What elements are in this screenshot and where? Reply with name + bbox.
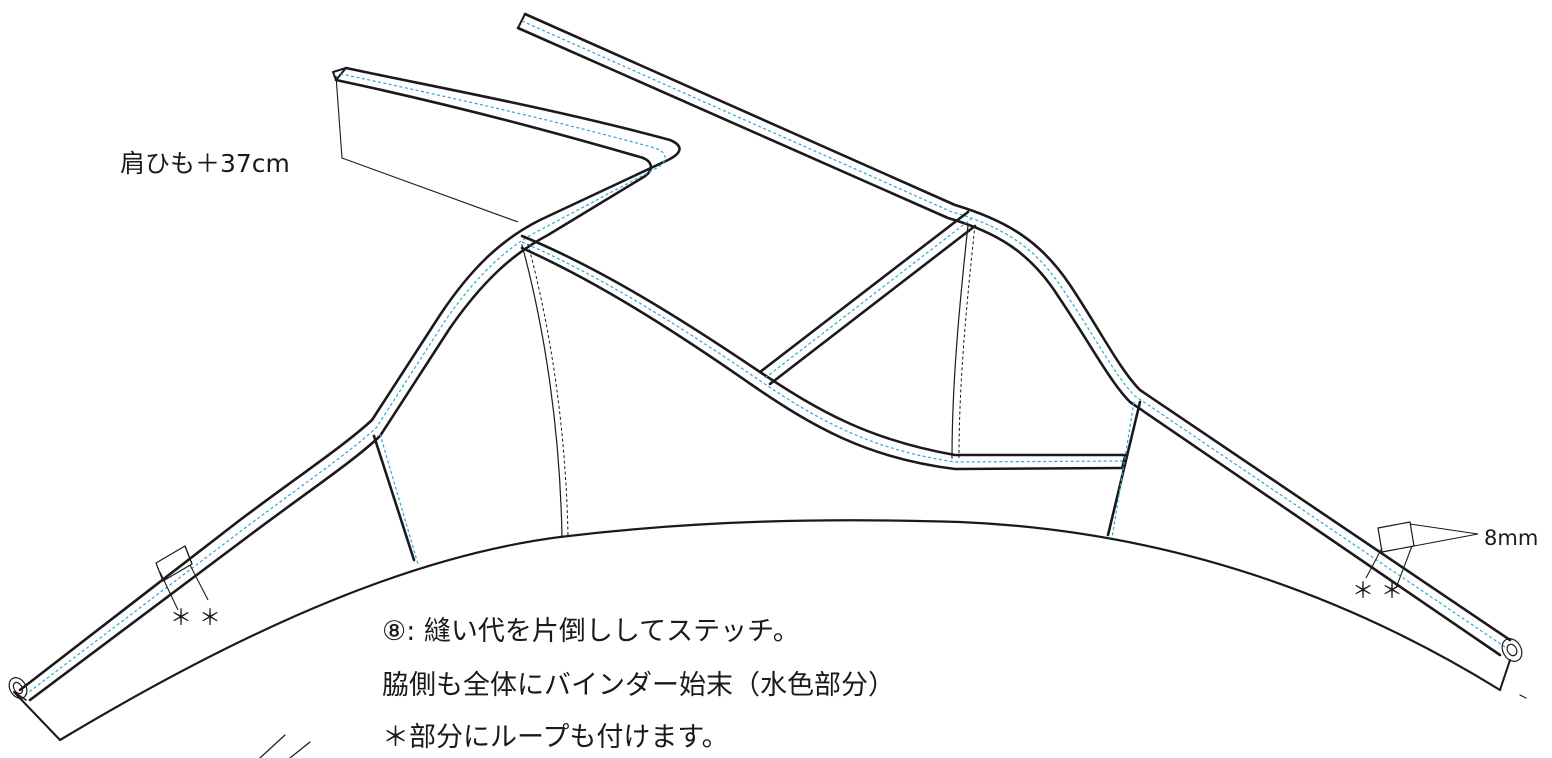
right-strap-outer-edge	[523, 12, 1512, 642]
side-seams	[372, 400, 1142, 565]
left-strap-outer-edge	[18, 66, 681, 692]
left-side-seam	[372, 434, 416, 562]
corner-tick	[1519, 694, 1527, 699]
underband-left-end	[13, 691, 61, 741]
left-band-lower-line	[13, 691, 27, 701]
cup-seams	[521, 224, 976, 538]
right-strap-tip	[517, 13, 526, 29]
cup-neckline-binding	[520, 234, 1127, 471]
left-shoulder-strap	[8, 66, 681, 702]
underband-upper-edge	[58, 519, 1502, 742]
neckline-lower-edge	[520, 246, 1124, 471]
right-cup-binding-upper	[758, 210, 970, 374]
instruction-line-2: 脇側も全体にバインダー始末（水色部分）	[382, 670, 895, 701]
right-side-seam	[1106, 400, 1142, 537]
loop-width-label: 8mm	[1484, 526, 1538, 550]
left-cup-seam-stitch	[527, 243, 569, 538]
right-cup-seam	[951, 224, 969, 459]
right-shoulder-strap	[516, 12, 1523, 662]
left-loop-tab	[155, 545, 209, 611]
right-strap-inner-edge	[516, 26, 1502, 657]
left-strap-tip	[332, 67, 347, 81]
right-loop-tab	[1365, 521, 1479, 589]
loop-marker-right: ＊ ＊	[1352, 579, 1403, 604]
right-roll-end-icon	[1501, 638, 1523, 662]
left-side-seam-stitch	[379, 433, 419, 565]
underband-right-end	[1499, 659, 1511, 691]
neckline-upper-edge	[520, 234, 1127, 457]
left-roll-end-icon	[8, 677, 28, 699]
left-strap-inner-edge	[28, 78, 653, 702]
instruction-line-1: ⑧: 縫い代を片倒ししてステッチ。	[382, 616, 800, 647]
bottom-mark-left	[259, 734, 286, 758]
underband	[13, 519, 1511, 742]
left-strap-binding-stitch	[24, 73, 666, 696]
right-cup-binding	[758, 210, 977, 386]
right-strap-binding-stitch	[521, 20, 1506, 648]
loop-marker-left: ＊ ＊	[170, 606, 221, 631]
strap-label-leader	[335, 75, 519, 223]
bottom-mark-right	[289, 741, 311, 758]
right-cup-seam-stitch	[958, 224, 976, 459]
right-cup-binding-stitch	[764, 218, 972, 379]
instruction-line-3: ＊部分にループも付けます。	[382, 722, 729, 753]
neckline-binding-stitch	[521, 241, 1124, 463]
strap-length-label: 肩ひも＋37cm	[120, 149, 290, 178]
right-side-seam-stitch	[1111, 401, 1135, 539]
left-cup-seam	[521, 244, 563, 538]
right-cup-binding-lower	[768, 224, 977, 386]
